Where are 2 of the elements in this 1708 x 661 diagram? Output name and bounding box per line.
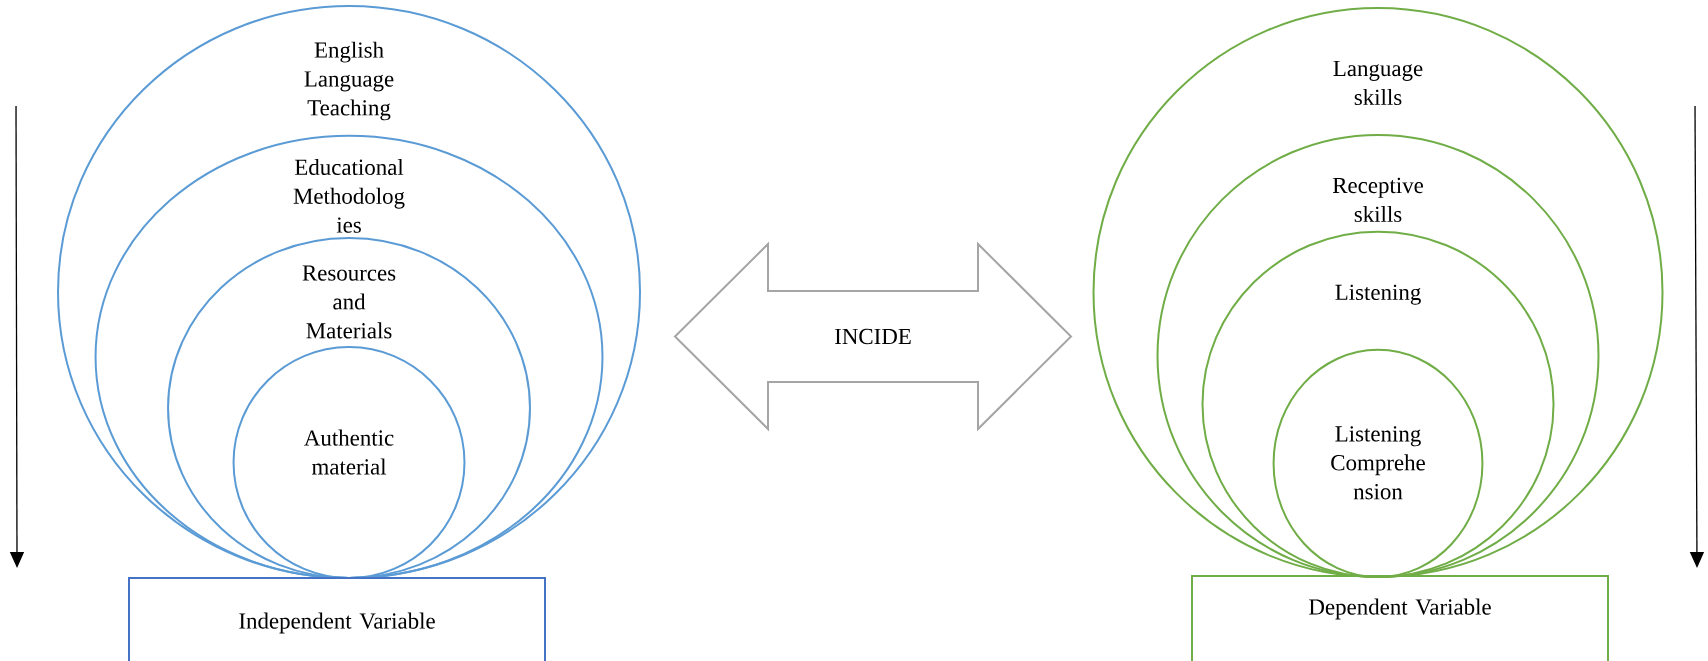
variable-box: Independent Variable (128, 577, 546, 661)
variable-box: Dependent Variable (1191, 575, 1609, 661)
